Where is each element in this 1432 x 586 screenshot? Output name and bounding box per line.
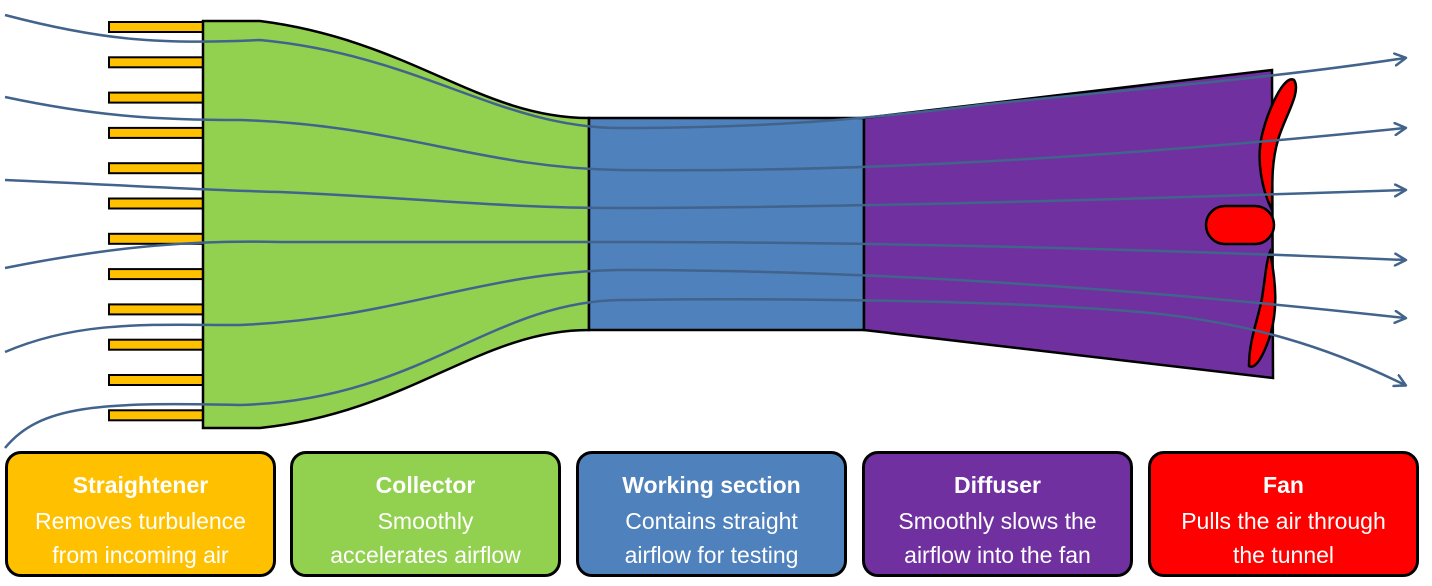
diffuser-section xyxy=(862,68,1275,380)
fan-hub xyxy=(1204,204,1276,246)
straightener-vanes xyxy=(108,21,204,422)
straightener-vane xyxy=(108,56,204,69)
straightener-vane xyxy=(108,374,204,386)
straightener-vane xyxy=(108,303,204,316)
streamline xyxy=(4,13,1405,130)
fan xyxy=(1204,78,1298,368)
streamlines xyxy=(4,13,1405,449)
collector-section xyxy=(201,19,591,430)
straightener-vane xyxy=(108,338,204,351)
straightener-vane xyxy=(108,91,204,104)
straightener-vane xyxy=(108,21,204,33)
straightener-vane xyxy=(108,268,204,281)
straightener-vane xyxy=(108,162,204,175)
streamline xyxy=(4,178,1405,210)
streamline xyxy=(4,298,1405,449)
straightener-vane xyxy=(108,409,204,422)
straightener-vane xyxy=(108,126,204,139)
streamline xyxy=(4,268,1405,354)
fan-blade-top xyxy=(1258,78,1298,211)
streamline xyxy=(4,95,1405,172)
streamline xyxy=(4,240,1405,270)
straightener-vane xyxy=(108,197,204,210)
